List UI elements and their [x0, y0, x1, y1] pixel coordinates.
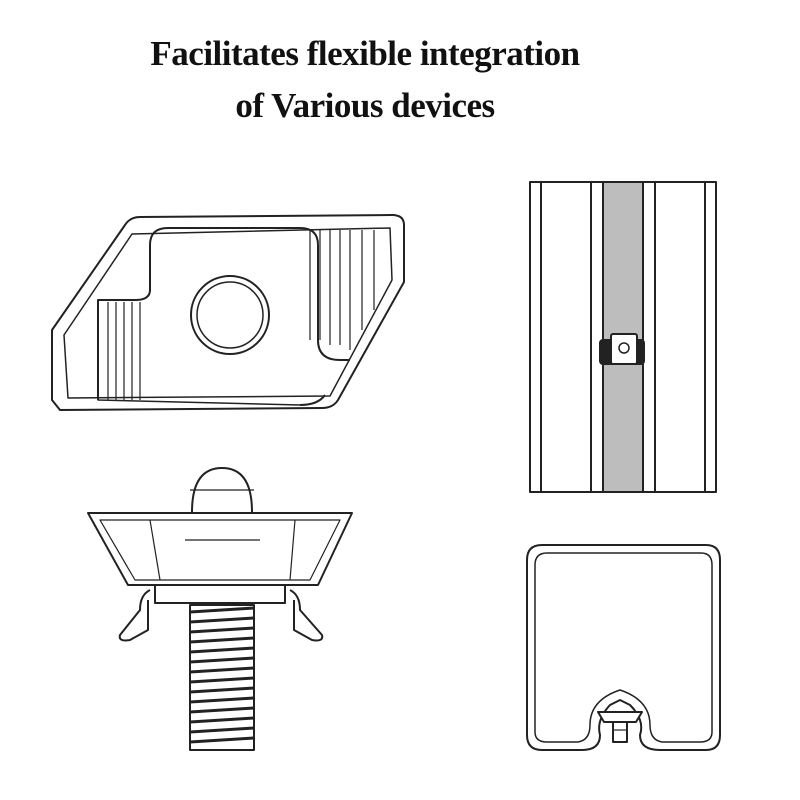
profile-side-view [529, 181, 717, 493]
t-nut-with-bolt [87, 467, 353, 751]
heading-line-1: Facilitates flexible integration [150, 34, 580, 73]
slot-nut-icon [597, 711, 643, 743]
heading-line-2: of Various devices [235, 86, 495, 125]
mounted-nut-icon [599, 333, 645, 365]
bolt-hole-icon [190, 275, 270, 355]
t-nut-top-view [51, 214, 405, 411]
profile-cross-section [526, 544, 721, 751]
bolt-thread [189, 604, 255, 751]
